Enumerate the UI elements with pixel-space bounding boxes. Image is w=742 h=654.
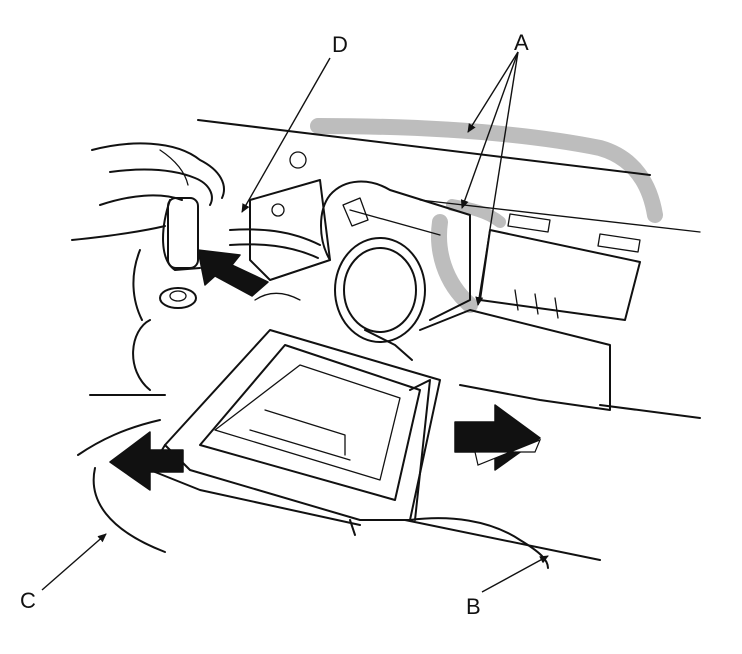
- throttle-body: [320, 180, 471, 361]
- callout-label-a: A: [514, 30, 529, 55]
- hand-illustration: [71, 142, 225, 241]
- leader-lines: [41, 51, 549, 593]
- action-arrows: [109, 249, 542, 491]
- callout-label-d: D: [332, 32, 348, 57]
- arrow-up-left: [197, 249, 269, 297]
- engine-hardware: [132, 151, 331, 391]
- intake-duct-highlight: [310, 118, 663, 313]
- arrow-right: [454, 404, 541, 471]
- arrow-left: [109, 431, 184, 491]
- callout-label-b: B: [466, 594, 481, 619]
- callout-label-c: C: [20, 588, 36, 613]
- lower-hose: [77, 394, 549, 569]
